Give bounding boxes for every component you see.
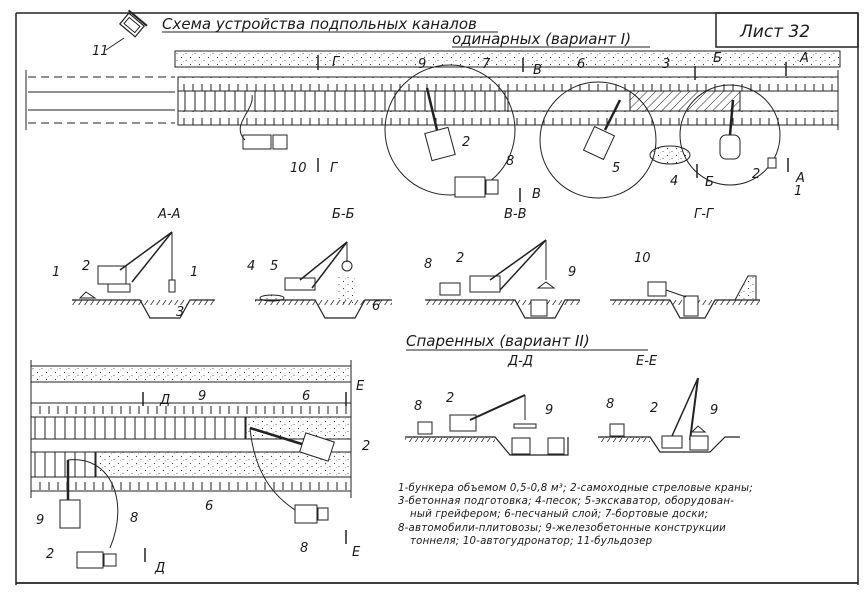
callout-6: 6 bbox=[205, 499, 213, 514]
svg-text:Е: Е bbox=[356, 379, 365, 394]
callout-5: 5 bbox=[612, 161, 620, 176]
legend-line: 1-бункера объемом 0,5-0,8 м³; 2-самоходн… bbox=[398, 483, 753, 494]
callout-2: 2 bbox=[46, 547, 54, 562]
section-title-vv: В-В bbox=[504, 207, 527, 222]
callout-9: 9 bbox=[36, 513, 44, 528]
legend: 1-бункера объемом 0,5-0,8 м³; 2-самоходн… bbox=[398, 482, 856, 548]
legend-line: ный грейфером; 6-песчаный слой; 7-бортов… bbox=[410, 509, 709, 521]
callout-2: 2 bbox=[82, 259, 90, 274]
callout-9: 9 bbox=[545, 403, 553, 418]
svg-text:А: А bbox=[799, 51, 809, 66]
callout-10: 10 bbox=[290, 161, 307, 176]
section-gg-drawing bbox=[610, 275, 760, 319]
callout-2: 2 bbox=[650, 401, 658, 416]
title-line-2: одинарных (вариант I) bbox=[452, 30, 631, 48]
svg-text:В: В bbox=[532, 187, 541, 202]
cut-mark-e: Е Е bbox=[345, 379, 365, 560]
truck-8-plan-v2a bbox=[294, 504, 329, 524]
section-title-ee: Е-Е bbox=[636, 354, 658, 369]
callout-11: 11 bbox=[92, 44, 109, 59]
callout-9: 9 bbox=[198, 389, 206, 404]
cut-mark-d: Д Д bbox=[142, 392, 170, 576]
callout-4: 4 bbox=[247, 259, 255, 274]
crane-swing-circles bbox=[384, 64, 781, 199]
callout-9: 9 bbox=[418, 57, 426, 72]
truck-8-plan-v2b bbox=[76, 551, 117, 569]
callout-4: 4 bbox=[670, 174, 678, 189]
sand-pile bbox=[649, 145, 691, 165]
sheet-number-box: Лист 32 bbox=[715, 12, 859, 48]
svg-text:Б: Б bbox=[713, 51, 722, 66]
callout-6: 6 bbox=[577, 57, 585, 72]
svg-text:Д: Д bbox=[159, 393, 170, 408]
svg-text:Е: Е bbox=[352, 545, 361, 560]
title-line-1: Схема устройства подпольных каналов bbox=[162, 15, 477, 33]
section-title-dd: Д-Д bbox=[507, 354, 533, 369]
svg-text:Г: Г bbox=[330, 161, 339, 176]
section-vv-drawing bbox=[425, 239, 580, 319]
crane-plan-1 bbox=[424, 87, 456, 162]
callout-2: 2 bbox=[362, 439, 370, 454]
callout-2: 2 bbox=[446, 391, 454, 406]
section-title-aa: А-А bbox=[157, 207, 180, 222]
section-title-gg: Г-Г bbox=[694, 207, 715, 222]
callout-5: 5 bbox=[270, 259, 278, 274]
legend-line: тоннеля; 10-автогудронатор; 11-бульдозер bbox=[410, 535, 653, 547]
callout-7: 7 bbox=[482, 57, 491, 72]
section-ee-drawing bbox=[598, 377, 740, 453]
cut-mark-b: Б Б bbox=[694, 51, 722, 190]
callout-3: 3 bbox=[662, 57, 670, 72]
callout-8: 8 bbox=[606, 397, 614, 412]
cut-mark-a: А А bbox=[785, 51, 809, 186]
bunkers bbox=[767, 157, 777, 169]
callout-10: 10 bbox=[634, 251, 651, 266]
variant1-plan bbox=[25, 50, 841, 130]
callout-8: 8 bbox=[424, 257, 432, 272]
callout-2: 2 bbox=[752, 167, 760, 182]
crane-plan-3 bbox=[719, 99, 741, 160]
variant2-plan bbox=[30, 360, 352, 498]
cut-mark-g: Г Г bbox=[317, 55, 341, 176]
callout-6: 6 bbox=[302, 389, 310, 404]
callout-3: 3 bbox=[176, 305, 184, 320]
section-dd-drawing bbox=[405, 394, 569, 456]
callout-1: 1 bbox=[190, 265, 198, 280]
svg-text:Д: Д bbox=[154, 561, 165, 576]
legend-line: 8-автомобили-плитовозы; 9-железобетонные… bbox=[398, 522, 726, 534]
section-title-bb: Б-Б bbox=[332, 207, 355, 222]
bulldozer-icon bbox=[118, 9, 148, 38]
callout-6: 6 bbox=[372, 299, 380, 314]
callout-8: 8 bbox=[506, 154, 514, 169]
callout-9: 9 bbox=[710, 403, 718, 418]
callout-2: 2 bbox=[462, 135, 470, 150]
section-aa-drawing bbox=[72, 231, 215, 319]
crane-plan-2 bbox=[582, 99, 622, 161]
svg-text:В: В bbox=[533, 63, 542, 78]
sheet-number: Лист 32 bbox=[739, 22, 810, 42]
callout-2: 2 bbox=[456, 251, 464, 266]
variant2-title: Спаренных (вариант II) bbox=[406, 332, 590, 350]
crane-plan-v2-2 bbox=[59, 459, 119, 549]
callout-8: 8 bbox=[130, 511, 138, 526]
cut-mark-v: В В bbox=[519, 58, 542, 202]
legend-line: 3-бетонная подготовка; 4-песок; 5-экскав… bbox=[398, 496, 735, 508]
svg-text:Г: Г bbox=[332, 55, 341, 70]
svg-text:Б: Б bbox=[705, 175, 714, 190]
callout-1: 1 bbox=[52, 265, 60, 280]
asphalt-sprayer-plan bbox=[239, 94, 288, 150]
drawing-title: Схема устройства подпольных каналов один… bbox=[162, 15, 650, 48]
callout-8: 8 bbox=[414, 399, 422, 414]
callout-8: 8 bbox=[300, 541, 308, 556]
callout-1: 1 bbox=[794, 184, 802, 199]
section-bb-drawing bbox=[255, 241, 392, 319]
callout-9: 9 bbox=[568, 265, 576, 280]
crane-plan-v2-1 bbox=[249, 426, 335, 511]
svg-text:А: А bbox=[795, 171, 805, 186]
truck-8-plan bbox=[454, 176, 499, 198]
